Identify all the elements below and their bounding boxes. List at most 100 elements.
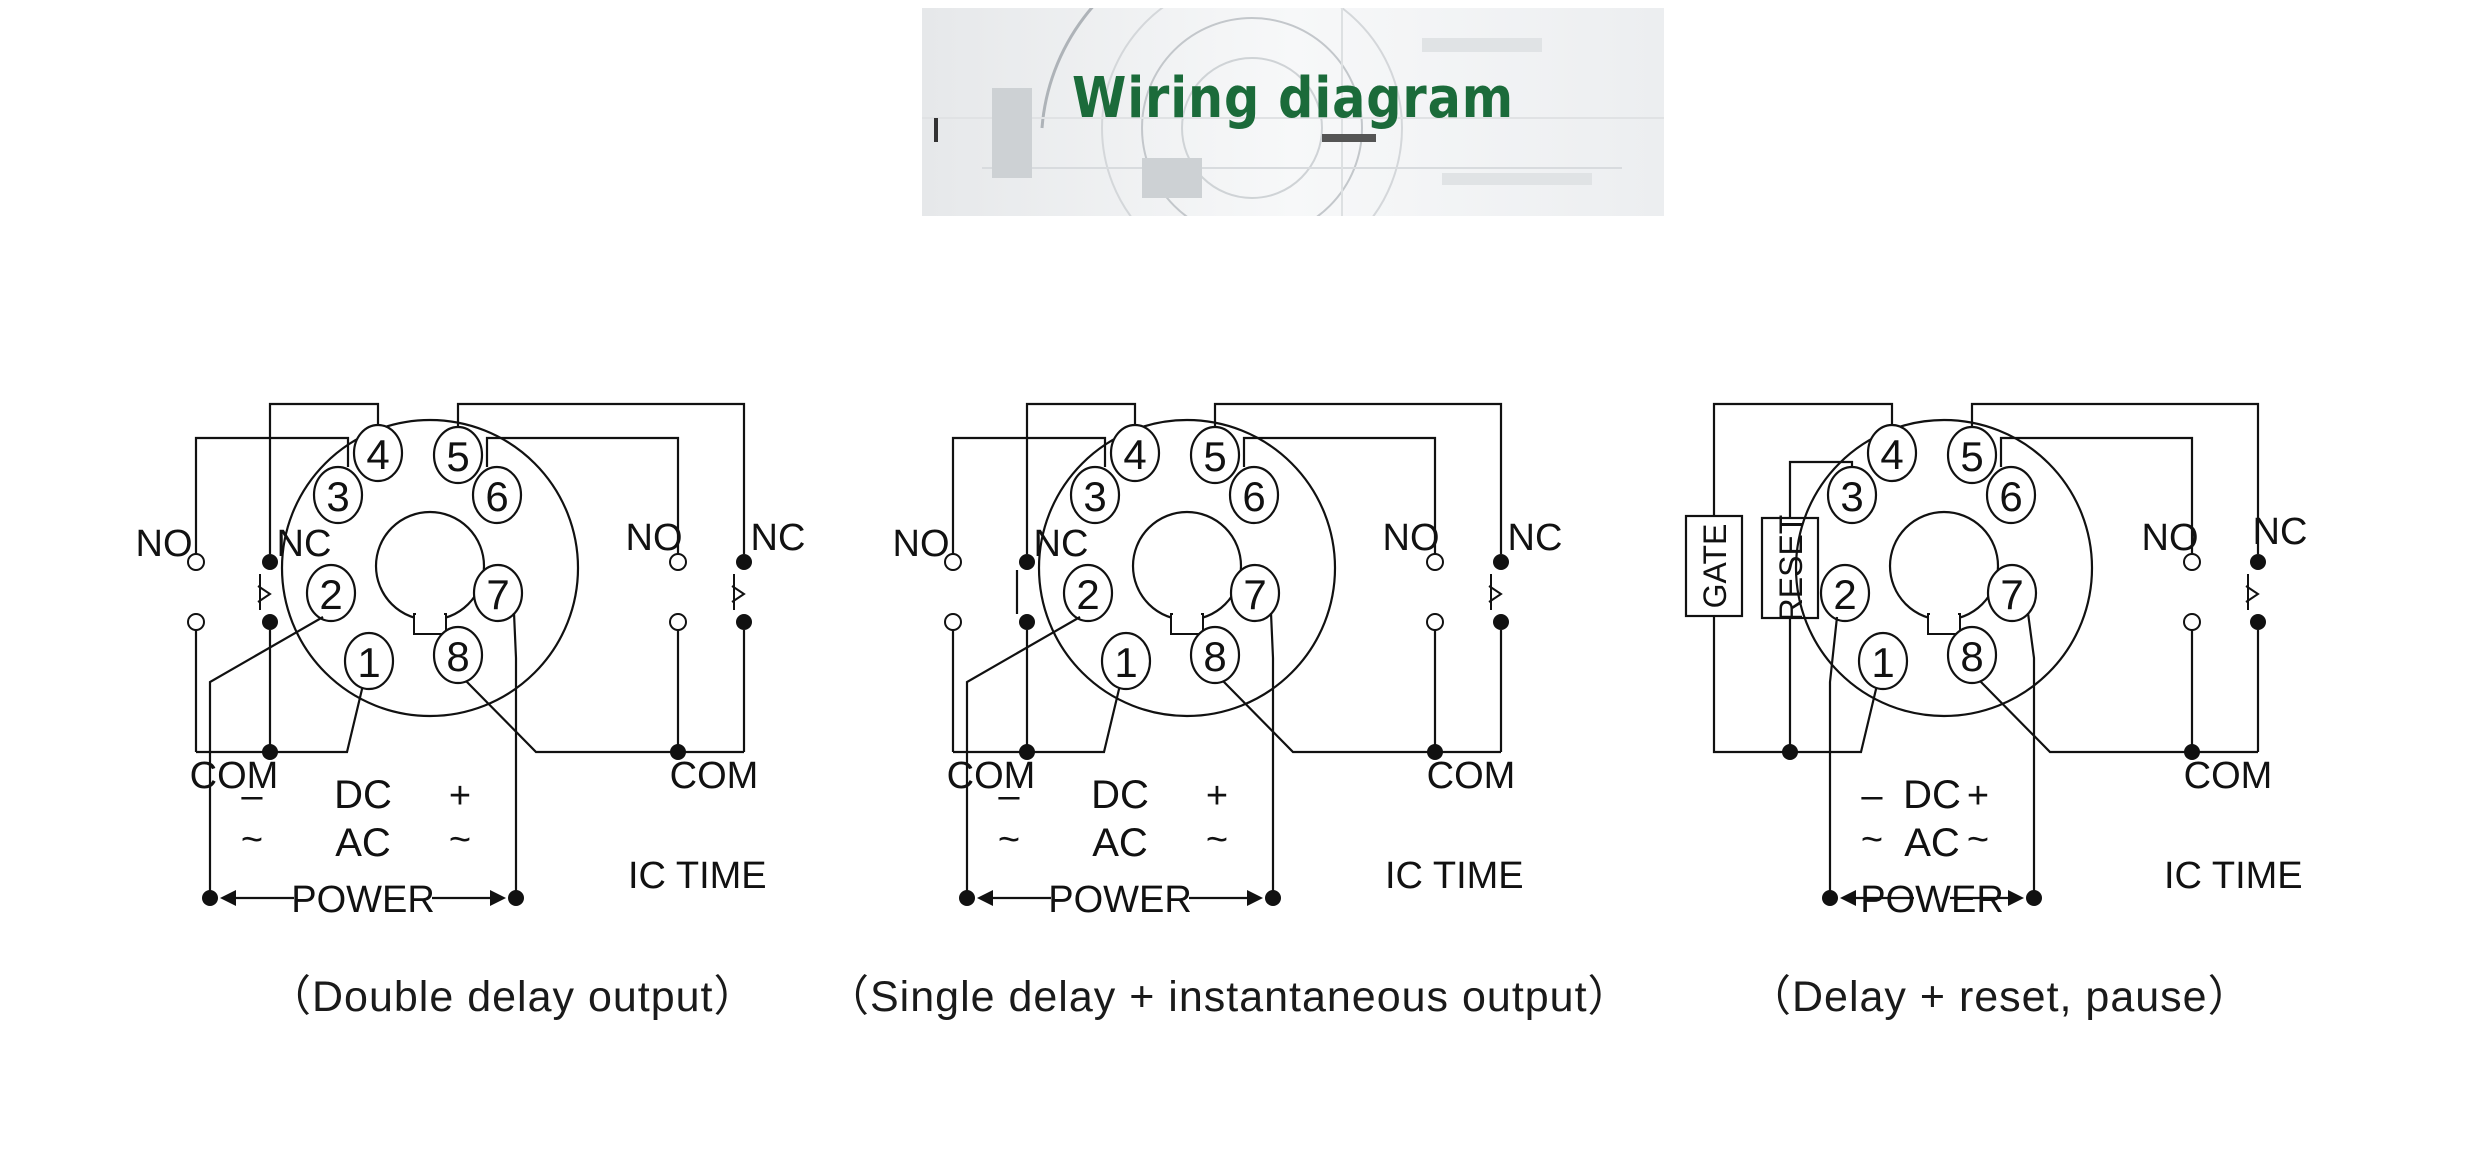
ac-tilde-right: ~ xyxy=(449,819,471,861)
ac-label: AC xyxy=(335,821,391,865)
nc-terminal-dot xyxy=(262,554,278,570)
pin-4-label: 4 xyxy=(1880,431,1903,478)
pin-7-circle xyxy=(1229,563,1281,623)
wire-pin5-to-nc xyxy=(1970,402,2260,554)
wire-pin6-to-no xyxy=(1999,436,2194,554)
pin-8-label: 8 xyxy=(1960,633,1983,680)
pin-7-circle xyxy=(472,563,524,623)
pin-3-label: 3 xyxy=(1083,473,1106,520)
banner-graphic xyxy=(922,8,1664,216)
ic-time-label: IC TIME xyxy=(628,855,767,897)
ac-tilde-right: ~ xyxy=(1206,819,1228,861)
pin-8-label: 8 xyxy=(1203,633,1226,680)
ac-tilde-right: ~ xyxy=(1967,819,1989,861)
pin-6-circle xyxy=(471,465,523,525)
reset-label: RESET xyxy=(1773,515,1809,622)
socket-outline xyxy=(280,418,580,718)
pin-6-label: 6 xyxy=(1242,473,1265,520)
pin-8-circle xyxy=(432,625,484,685)
no-label-right: NO xyxy=(626,517,683,559)
pin-4-circle xyxy=(1866,423,1918,483)
com-left-dot xyxy=(1019,744,1035,760)
dc-plus-label: + xyxy=(1206,775,1228,817)
power-left-dot xyxy=(1822,890,1838,906)
com-label-right: COM xyxy=(2184,755,2273,797)
dc-minus-label: – xyxy=(241,775,263,817)
wire-nc-to-pin4 xyxy=(1025,402,1137,554)
gate-label: GATE xyxy=(1697,524,1733,609)
socket-key-mask xyxy=(416,608,444,622)
pin-1-label: 1 xyxy=(1871,639,1894,686)
wire-pin2-power xyxy=(965,616,1081,898)
pin-2-circle xyxy=(305,563,357,623)
pin-3-circle xyxy=(1826,465,1878,525)
nc-terminal-dot-left xyxy=(1019,554,1035,570)
nc-terminal-dot xyxy=(2250,554,2266,570)
ic-time-label: IC TIME xyxy=(1385,855,1524,897)
nc-terminal-dot xyxy=(736,554,752,570)
socket-outline xyxy=(1794,418,2094,718)
pin-8-label: 8 xyxy=(446,633,469,680)
lower-no-terminal xyxy=(1426,613,1444,631)
pin-5-circle xyxy=(1189,425,1241,485)
pin-5-label: 5 xyxy=(1960,433,1983,480)
nc-label-left: NC xyxy=(277,523,332,565)
wire-pin7-power xyxy=(1269,612,1275,898)
socket-key-mask xyxy=(1173,608,1201,622)
wire-pin2-power xyxy=(208,616,324,898)
wire-pin6-to-no xyxy=(485,436,680,554)
no-label-left: NO xyxy=(136,523,193,565)
power-left-dot xyxy=(202,890,218,906)
lower-terminal-left xyxy=(944,613,962,631)
nc-label-right: NC xyxy=(1508,517,1563,559)
pin-3-label: 3 xyxy=(326,473,349,520)
caption-single-delay-instantaneous: （Single delay + instantaneous output） xyxy=(826,973,1632,1021)
delay-arrow-head xyxy=(1488,585,1503,603)
pin-5-label: 5 xyxy=(446,433,469,480)
pin-4-label: 4 xyxy=(1123,431,1146,478)
dc-label: DC xyxy=(1903,773,1961,817)
pin-7-label: 7 xyxy=(2000,571,2023,618)
wire-com-left-to-pin1 xyxy=(953,684,1122,754)
pin-4-circle xyxy=(352,423,404,483)
wire-pin7-power xyxy=(2026,612,2036,898)
socket-center-hole xyxy=(374,510,486,622)
power-label: POWER xyxy=(291,879,435,921)
ic-time-label: IC TIME xyxy=(2164,855,2303,897)
power-label: POWER xyxy=(1860,879,2004,921)
nc-terminal-dot xyxy=(1493,554,1509,570)
lower-no-terminal xyxy=(187,613,205,631)
power-arrow-right xyxy=(490,890,506,906)
wire-pin2-power xyxy=(1828,616,1839,898)
nc-label-right: NC xyxy=(2253,511,2308,553)
dc-label: DC xyxy=(334,773,392,817)
com-terminal-dot xyxy=(1493,614,1509,630)
nc-label-left: NC xyxy=(1034,523,1089,565)
wire-pin5-to-nc xyxy=(1213,402,1503,554)
socket-key-mask xyxy=(1930,608,1958,622)
power-arrow-left xyxy=(220,890,236,906)
pin-6-circle xyxy=(1228,465,1280,525)
power-left-dot xyxy=(959,890,975,906)
pin-4-label: 4 xyxy=(366,431,389,478)
power-arrow-left xyxy=(977,890,993,906)
power-arrow-right xyxy=(2008,890,2024,906)
pin-2-label: 2 xyxy=(1076,571,1099,618)
pin-6-circle xyxy=(1985,465,2037,525)
no-label-left: NO xyxy=(893,523,950,565)
com-label-right: COM xyxy=(1427,755,1516,797)
pin-1-circle xyxy=(1100,631,1152,691)
power-right-dot xyxy=(1265,890,1281,906)
ac-label: AC xyxy=(1904,821,1960,865)
wire-pin8-to-com-right xyxy=(465,680,744,754)
banner: Wiring diagram xyxy=(922,8,1664,216)
com-right-dot xyxy=(1427,744,1443,760)
nc-label-right: NC xyxy=(751,517,806,559)
pin-8-circle xyxy=(1189,625,1241,685)
pin-2-label: 2 xyxy=(1833,571,1856,618)
pin-8-circle xyxy=(1946,625,1998,685)
